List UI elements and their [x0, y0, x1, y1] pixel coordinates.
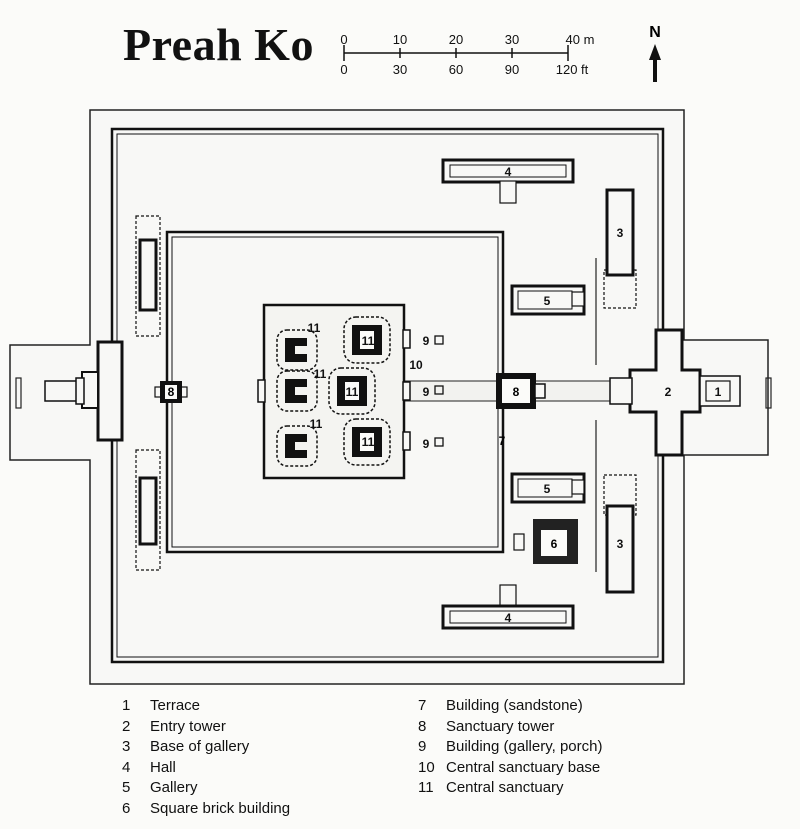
plan-label: 9: [423, 385, 430, 399]
square-brick-building: 6: [513, 519, 578, 564]
plan-label: 2: [665, 385, 672, 399]
scale-imperial-tick: 60: [449, 62, 463, 77]
plan-label: 11: [362, 435, 375, 449]
legend-label: Base of gallery: [150, 738, 250, 755]
plan-label: 11: [310, 417, 323, 431]
legend-item: 6 Square brick building: [122, 799, 290, 820]
plan-label: 7: [499, 434, 506, 448]
legend-item: 7 Building (sandstone): [418, 696, 602, 717]
plan-label: 4: [505, 165, 512, 179]
plan-label: 5: [544, 294, 551, 308]
legend-number: 9: [418, 738, 427, 755]
central-sanctuary-towers: [276, 316, 391, 467]
legend-number: 1: [122, 697, 131, 714]
plan-label: 11: [346, 385, 359, 399]
plan-label: 8: [168, 385, 175, 399]
legend-number: 5: [122, 779, 131, 796]
legend-label: Central sanctuary base: [446, 758, 601, 776]
tower-sw: [276, 425, 318, 467]
north-arrow-icon: N: [649, 24, 661, 82]
terrace: 1: [699, 375, 741, 407]
hall-south: 4: [441, 584, 575, 630]
legend-item: 2 Entry tower: [122, 717, 290, 738]
legend-item: 11 Central sanctuary: [418, 778, 602, 799]
legend-number: 10: [418, 758, 435, 776]
scale-imperial-tick: 90: [505, 62, 519, 77]
legend-right: 7 Building (sandstone) 8 Sanctuary tower 9…: [418, 696, 602, 799]
west-gate-building: [44, 340, 124, 442]
plan-label: 5: [544, 482, 551, 496]
legend-number: 4: [122, 758, 131, 776]
legend-label: Central sanctuary: [446, 779, 564, 796]
plan-label: 9: [423, 437, 430, 451]
tower-nw: [276, 329, 318, 371]
plan-label: 1: [715, 385, 722, 399]
tower-center: [328, 367, 376, 415]
west-gallery-north: [135, 215, 161, 337]
legend-label: Hall: [150, 758, 176, 776]
sanctuary-tower-east: 8: [496, 373, 546, 409]
legend-number: 6: [122, 799, 131, 817]
scale-metric-tick: 40 m: [566, 32, 595, 47]
gallery-base-north: 3: [603, 188, 637, 309]
west-gallery-south: [135, 449, 161, 571]
legend-number: 7: [418, 697, 427, 714]
scale-metric-tick: 30: [505, 32, 519, 47]
legend-label: Building (gallery, porch): [446, 738, 603, 755]
tower-w: [276, 370, 318, 412]
plan-label: 11: [308, 321, 321, 335]
legend-label: Sanctuary tower: [446, 717, 555, 735]
plan-label: 10: [409, 358, 423, 372]
legend-item: 1 Terrace: [122, 696, 290, 717]
legend-item: 4 Hall: [122, 758, 290, 779]
legend-number: 11: [418, 779, 434, 796]
legend-label: Building (sandstone): [446, 697, 583, 714]
plan-label: 6: [551, 537, 558, 551]
entry-tower: 2: [609, 328, 702, 457]
legend-label: Gallery: [150, 779, 198, 796]
legend-label: Square brick building: [150, 799, 291, 817]
porch-buildings: [434, 335, 444, 447]
legend-number: 8: [418, 717, 427, 735]
page-title: Preah Ko: [123, 19, 314, 70]
legend-label: Terrace: [150, 697, 201, 714]
legend-label: Entry tower: [150, 717, 226, 735]
gallery-base-south: 3: [603, 474, 637, 594]
plan-label: 8: [513, 385, 520, 399]
legend-item: 9 Building (gallery, porch): [418, 737, 602, 758]
scale-metric-tick: 0: [340, 32, 347, 47]
sanctuary-tower-west: 8: [154, 381, 188, 403]
legend-item: 8 Sanctuary tower: [418, 717, 602, 738]
legend-left: 1 Terrace 2 Entry tower 3 Base of gallery 4…: [122, 696, 290, 819]
plan-label: 11: [362, 334, 375, 348]
plan-label: 3: [617, 226, 624, 240]
scale-imperial-tick: 0: [340, 62, 347, 77]
scale-metric-tick: 20: [449, 32, 463, 47]
scale-bar: [343, 45, 569, 61]
legend-item: 5 Gallery: [122, 778, 290, 799]
plan-label: 3: [617, 537, 624, 551]
tower-se: [343, 418, 391, 466]
north-label: N: [649, 24, 661, 41]
hall-north: 4: [441, 158, 575, 204]
plan-label: 11: [314, 367, 327, 381]
legend-number: 2: [122, 717, 131, 735]
scale-imperial-tick: 30: [393, 62, 407, 77]
scale-metric-tick: 10: [393, 32, 407, 47]
scale-imperial-tick: 120 ft: [556, 62, 589, 77]
gallery-south: 5: [510, 472, 586, 504]
gallery-north: 5: [510, 284, 586, 316]
legend-item: 3 Base of gallery: [122, 737, 290, 758]
plan-label: 9: [423, 334, 430, 348]
legend-item: 10 Central sanctuary base: [418, 758, 602, 779]
legend-number: 3: [122, 738, 131, 755]
tower-ne: [343, 316, 391, 364]
plan-label: 4: [505, 611, 512, 625]
